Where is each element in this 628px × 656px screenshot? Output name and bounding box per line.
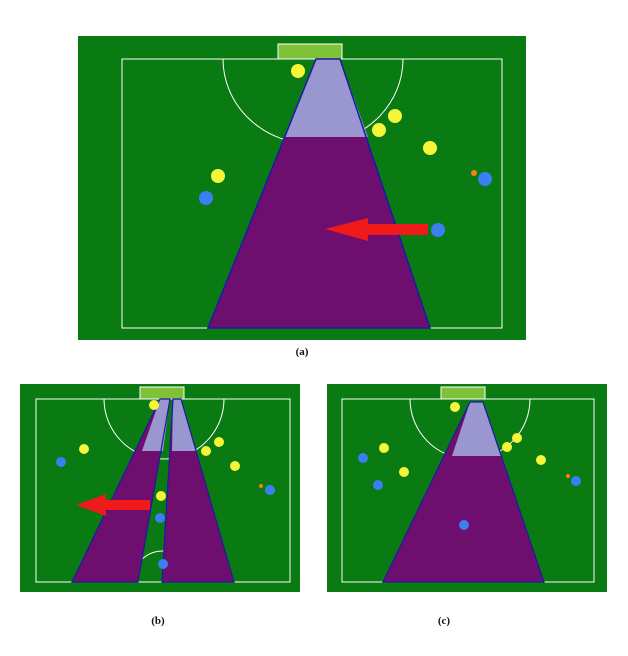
yellow-robot xyxy=(214,437,224,447)
field-panel-b xyxy=(20,384,300,592)
blue-robot xyxy=(459,520,469,530)
blue-robot xyxy=(431,223,445,237)
ball xyxy=(566,474,570,478)
shadow-region-outline xyxy=(382,401,545,583)
goal xyxy=(277,43,343,60)
yellow-robot xyxy=(536,455,546,465)
penalty-arc xyxy=(103,398,225,460)
yellow-robot xyxy=(502,442,512,452)
yellow-robot xyxy=(388,109,402,123)
yellow-robot xyxy=(512,433,522,443)
ball xyxy=(471,170,477,176)
yellow-robots xyxy=(379,402,546,477)
blue-robots xyxy=(199,172,492,237)
shadow-region-left-outline xyxy=(71,398,171,583)
field-panel-c xyxy=(327,384,607,592)
shadow-region-outline xyxy=(206,58,432,329)
shadow-region-right-outline xyxy=(161,398,235,583)
blue-robot xyxy=(571,476,581,486)
yellow-robots xyxy=(211,64,437,183)
shadow-region-right-near-goal xyxy=(172,399,196,451)
shadow-region xyxy=(383,402,544,582)
blue-robot xyxy=(478,172,492,186)
shadow-region-near-goal xyxy=(452,402,501,456)
direction-arrow xyxy=(76,494,150,516)
caption-b: (b) xyxy=(151,615,165,627)
yellow-robot xyxy=(450,402,460,412)
yellow-robot xyxy=(372,123,386,137)
caption-c: (c) xyxy=(437,615,451,627)
blue-robot xyxy=(358,453,368,463)
yellow-robot xyxy=(211,169,225,183)
yellow-robot xyxy=(201,446,211,456)
ball xyxy=(259,484,263,488)
shadow-region xyxy=(208,59,430,328)
yellow-robots xyxy=(79,400,240,501)
caption-a: (a) xyxy=(295,346,309,358)
blue-robot xyxy=(265,485,275,495)
direction-arrow xyxy=(325,218,428,241)
yellow-robot xyxy=(149,400,159,410)
blue-robot xyxy=(56,457,66,467)
yellow-robot xyxy=(399,467,409,477)
yellow-robot xyxy=(379,443,389,453)
blue-robot xyxy=(158,559,168,569)
blue-robot xyxy=(373,480,383,490)
blue-robot xyxy=(199,191,213,205)
yellow-robot xyxy=(423,141,437,155)
yellow-robot xyxy=(156,491,166,501)
yellow-robot xyxy=(230,461,240,471)
yellow-robot xyxy=(79,444,89,454)
blue-robots xyxy=(358,453,581,530)
field-panel-a xyxy=(78,36,526,340)
yellow-robot xyxy=(291,64,305,78)
goal xyxy=(139,386,185,400)
blue-robots xyxy=(56,457,275,569)
goal xyxy=(440,386,486,400)
blue-robot xyxy=(155,513,165,523)
